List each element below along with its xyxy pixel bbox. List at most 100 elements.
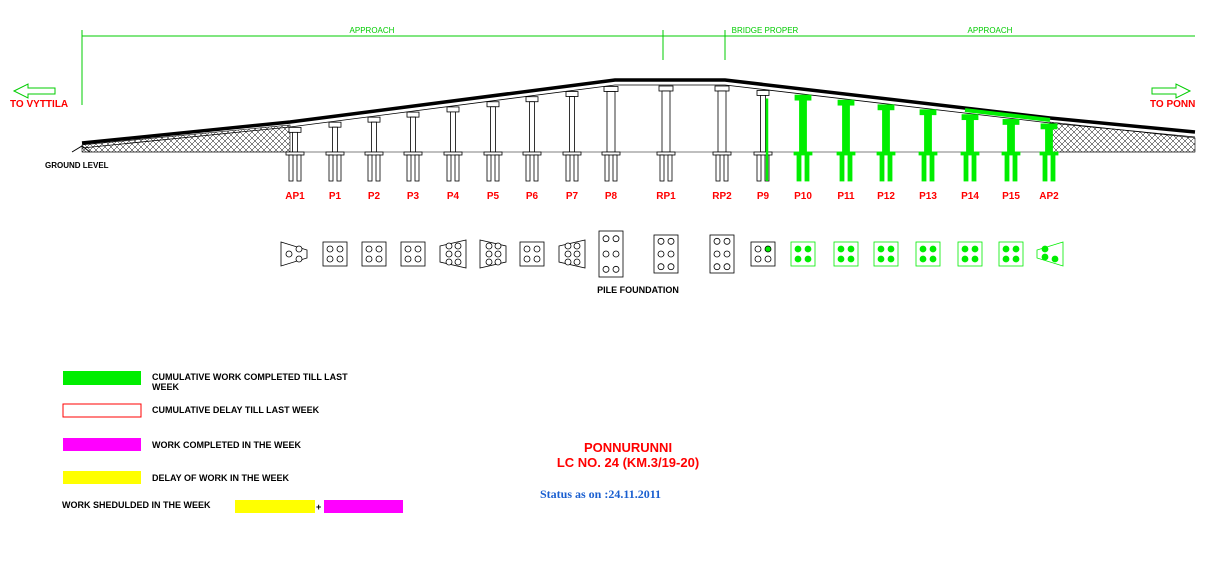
pile — [796, 154, 802, 182]
pier-label-p12: P12 — [877, 191, 895, 202]
pile-dot — [919, 245, 927, 253]
pile-dot — [971, 255, 979, 263]
pile-cap — [1039, 151, 1059, 156]
legend-text-week-done: WORK COMPLETED IN THE WEEK — [152, 440, 301, 450]
pier-label-p14: P14 — [961, 191, 979, 202]
pile-dot — [612, 265, 620, 273]
legend-text-completed: CUMULATIVE WORK COMPLETED TILL LAST — [152, 372, 348, 382]
pile-dot — [837, 255, 845, 263]
pile-dot — [723, 250, 731, 258]
pier-column — [842, 104, 850, 153]
pile-dot — [1012, 245, 1020, 253]
deck-profile — [81, 78, 1196, 149]
pile-cap — [443, 151, 463, 156]
pile — [296, 154, 302, 182]
pile-dot — [326, 255, 334, 263]
pile-dot — [754, 245, 762, 253]
legend-plus-sign: + — [316, 502, 321, 512]
pile-dot — [794, 245, 802, 253]
pier-column — [760, 95, 766, 153]
pile-dot — [404, 245, 412, 253]
pile-plan-p12 — [873, 241, 899, 267]
pier-label-p11: P11 — [837, 191, 855, 202]
pier-column — [371, 121, 377, 153]
pier-cap — [288, 126, 302, 133]
pile-dot — [1051, 255, 1059, 263]
pier-label-p1: P1 — [329, 191, 342, 202]
status-date: Status as on :24.11.2011 — [540, 487, 661, 501]
pile-outline — [653, 234, 679, 274]
pile-cap — [364, 151, 384, 156]
span-dimension-lines — [81, 30, 1195, 105]
pier-p7 — [562, 91, 582, 182]
pile-outline — [322, 241, 348, 267]
pier-cap — [446, 106, 460, 113]
pile-dot — [454, 242, 462, 250]
pier-p12 — [876, 104, 896, 182]
pile-dot — [1012, 255, 1020, 263]
pile — [715, 154, 721, 182]
pile — [879, 154, 885, 182]
pile-dot — [485, 250, 493, 258]
pile-plan-p5 — [479, 239, 507, 269]
ground-marker-icon — [71, 145, 91, 153]
legend: CUMULATIVE WORK COMPLETED TILL LAST WEEK… — [62, 371, 403, 513]
pile — [454, 154, 460, 182]
pile-cap — [876, 151, 896, 156]
pile — [971, 154, 977, 182]
pile — [659, 154, 665, 182]
pile-cap — [793, 151, 813, 156]
pile-cap — [918, 151, 938, 156]
pile-cap — [712, 151, 732, 156]
pier-p15 — [1001, 119, 1021, 182]
pile-dot — [1002, 245, 1010, 253]
pile-dot — [454, 250, 462, 258]
pile — [375, 154, 381, 182]
pile-cap — [656, 151, 676, 156]
pile-outline — [750, 241, 776, 267]
pile-outline — [833, 241, 859, 267]
pile-plan-p1 — [322, 241, 348, 267]
pile-cap — [522, 151, 542, 156]
pile-dot — [961, 255, 969, 263]
pier-p4 — [443, 106, 463, 182]
pile-dot — [754, 255, 762, 263]
pile-cap — [285, 151, 305, 156]
pile-dot — [667, 263, 675, 271]
pile-dot — [375, 245, 383, 253]
pile — [525, 154, 531, 182]
pile-dot — [494, 258, 502, 266]
direction-left-label: TO VYTTILA — [10, 99, 68, 110]
pile — [446, 154, 452, 182]
pier-cap — [961, 114, 979, 121]
pier-column — [490, 106, 496, 153]
pile-dot — [667, 250, 675, 258]
pile-dot — [564, 258, 572, 266]
pile-outline — [1036, 241, 1064, 267]
pile-dot — [336, 255, 344, 263]
pier-cap — [1040, 123, 1058, 130]
pier-p1 — [325, 121, 345, 182]
pile-dot — [919, 255, 927, 263]
pier-p14 — [960, 114, 980, 182]
pile-dot — [657, 237, 665, 245]
pier-cap — [525, 96, 539, 103]
pile-dot — [971, 245, 979, 253]
legend-swatch-week-delay — [63, 471, 141, 484]
pier-cap — [1002, 119, 1020, 125]
pile-dot — [929, 255, 937, 263]
pier-cap — [328, 121, 342, 128]
pile-cap — [483, 151, 503, 156]
pile-dot — [404, 255, 412, 263]
pile-dot — [847, 245, 855, 253]
pier-label-rp2: RP2 — [712, 191, 732, 202]
pile-dot — [877, 255, 885, 263]
pier-cap — [756, 90, 770, 96]
pile-outline — [873, 241, 899, 267]
pile-dot — [657, 250, 665, 258]
pier-label-p7: P7 — [566, 191, 579, 202]
pile — [533, 154, 539, 182]
pile-dot — [564, 242, 572, 250]
pile-dot — [847, 255, 855, 263]
